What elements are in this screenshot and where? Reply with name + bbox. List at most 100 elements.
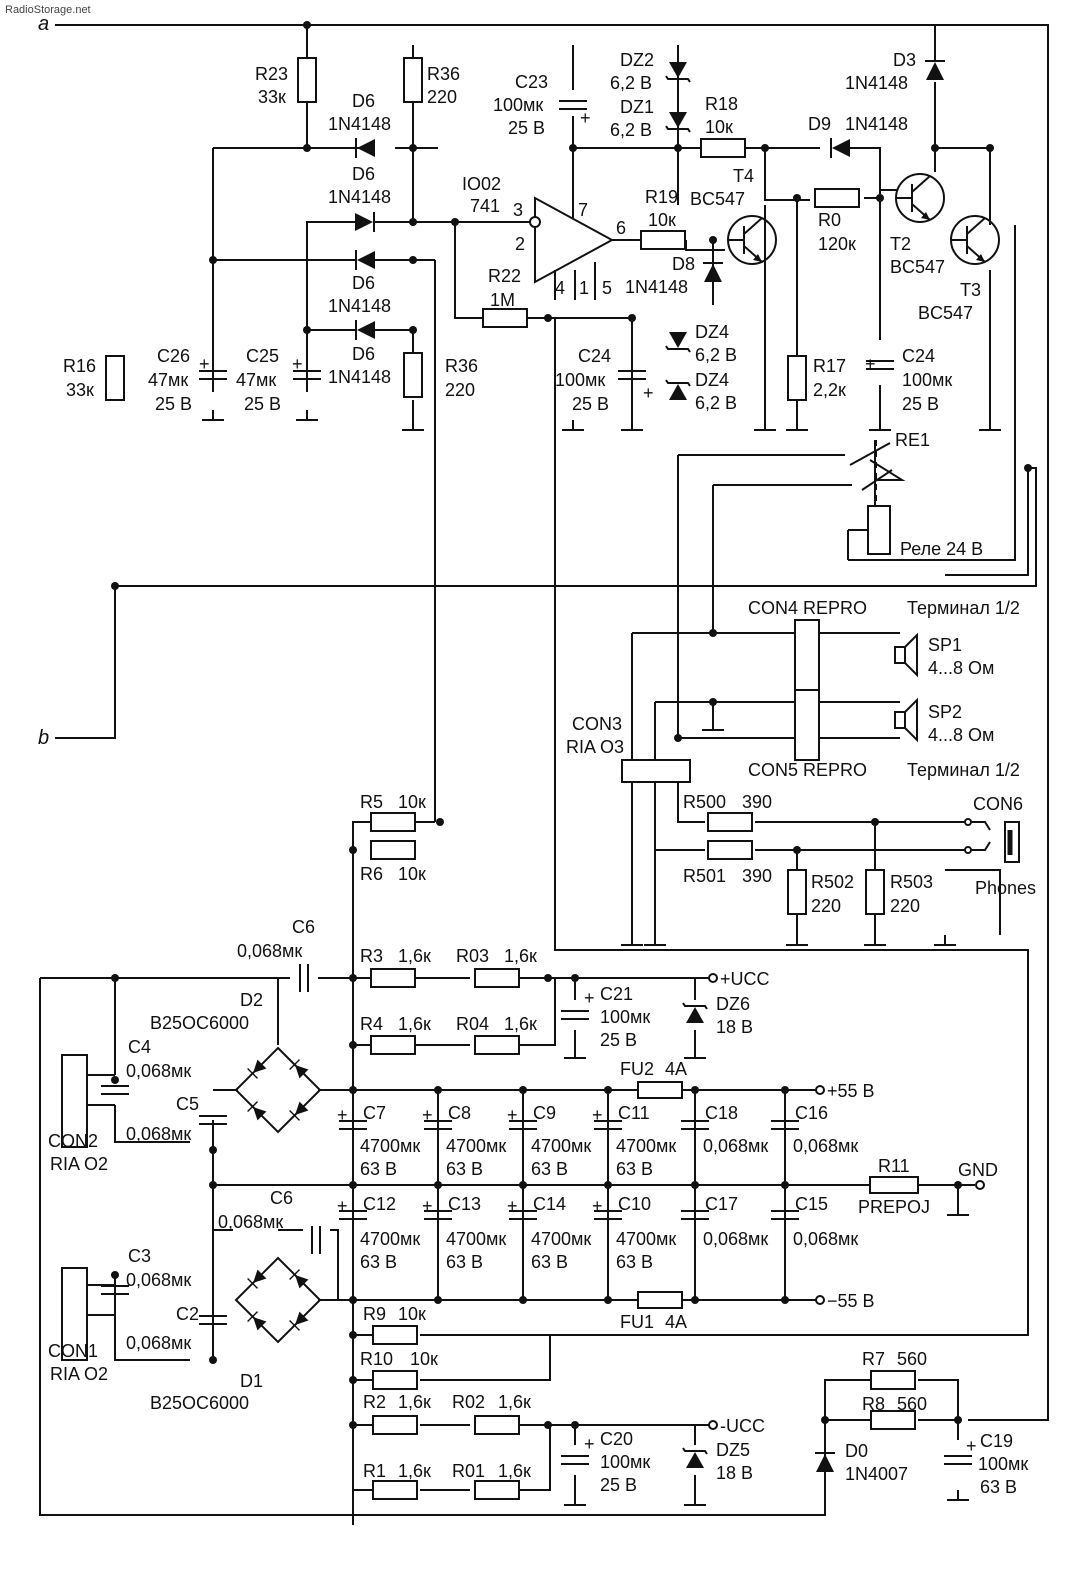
c10-volt: 63 В <box>616 1252 653 1272</box>
c6b-ref: C6 <box>270 1188 293 1208</box>
r19-val: 10к <box>648 210 676 230</box>
opamp-pin7: 7 <box>578 200 588 220</box>
dz4b-ref: DZ4 <box>695 370 729 390</box>
t4-part: BC547 <box>690 189 745 209</box>
c14-volt: 63 В <box>531 1252 568 1272</box>
t3-ref: T3 <box>960 280 981 300</box>
c19-val: 100мк <box>978 1454 1028 1474</box>
d6c-ref: D6 <box>352 273 375 293</box>
c15-val: 0,068мк <box>793 1229 858 1249</box>
r502-val: 220 <box>811 896 841 916</box>
dz1-ref: DZ1 <box>620 97 654 117</box>
r22-val: 1М <box>490 290 515 310</box>
c23-ref: C23 <box>515 72 548 92</box>
c24b-volt: 25 В <box>902 394 939 414</box>
r7-ref: R7 <box>862 1349 885 1369</box>
r501-ref: R501 <box>683 866 726 886</box>
c8-ref: C8 <box>448 1103 471 1123</box>
d3-ref: D3 <box>893 50 916 70</box>
r0-ref: R0 <box>818 210 841 230</box>
c9-val: 4700мк <box>531 1136 591 1156</box>
r02-val: 1,6к <box>498 1392 531 1412</box>
d6d-ref: D6 <box>352 344 375 364</box>
r18-val: 10к <box>705 117 733 137</box>
c3-val: 0,068мк <box>126 1270 191 1290</box>
d2-part: B25OC6000 <box>150 1013 249 1033</box>
c12-ref: C12 <box>363 1194 396 1214</box>
r5-ref: R5 <box>360 792 383 812</box>
r503-val: 220 <box>890 896 920 916</box>
c2-ref: C2 <box>176 1304 199 1324</box>
opamp-pin4: 4 <box>555 278 565 298</box>
polarity-plus: + <box>584 1434 595 1454</box>
c4-ref: C4 <box>128 1037 151 1057</box>
c6b-val: 0,068мк <box>218 1212 283 1232</box>
con2b-label: RIA O2 <box>50 1154 108 1174</box>
r10-ref: R10 <box>360 1349 393 1369</box>
c8-volt: 63 В <box>446 1159 483 1179</box>
opamp-pin5: 5 <box>602 278 612 298</box>
sp2-ref: SP2 <box>928 702 962 722</box>
r7-val: 560 <box>897 1349 927 1369</box>
opamp-pin3: 3 <box>513 200 523 220</box>
plus-55-label: +55 В <box>827 1081 875 1101</box>
r3-val: 1,6к <box>398 946 431 966</box>
component-bodies <box>61 57 1020 1506</box>
c15-ref: C15 <box>795 1194 828 1214</box>
polarity-plus: + <box>199 354 210 374</box>
r36a-val: 220 <box>427 87 457 107</box>
r9-ref: R9 <box>363 1304 386 1324</box>
polarity-plus: + <box>422 1196 433 1216</box>
r23-val: 33к <box>258 87 286 107</box>
c5-val: 0,068мк <box>126 1124 191 1144</box>
r3-ref: R3 <box>360 946 383 966</box>
dz6-part: 18 В <box>716 1017 753 1037</box>
dz5-part: 18 В <box>716 1463 753 1483</box>
c6a-val: 0,068мк <box>237 941 302 961</box>
t3-part: BC547 <box>918 303 973 323</box>
c20-val: 100мк <box>600 1452 650 1472</box>
r22-ref: R22 <box>488 266 521 286</box>
con1b-label: RIA O2 <box>50 1364 108 1384</box>
c2-val: 0,068мк <box>126 1333 191 1353</box>
terminal1-label: Терминал 1/2 <box>907 598 1020 618</box>
c7-val: 4700мк <box>360 1136 420 1156</box>
relay-ref: RE1 <box>895 430 930 450</box>
dz2-ref: DZ2 <box>620 50 654 70</box>
c19-ref: C19 <box>980 1431 1013 1451</box>
c10-ref: C10 <box>618 1194 651 1214</box>
r36a-ref: R36 <box>427 64 460 84</box>
c24a-volt: 25 В <box>572 394 609 414</box>
d9-ref: D9 <box>808 114 831 134</box>
c24a-val: 100мк <box>555 370 605 390</box>
fu2-val: 4A <box>665 1059 687 1079</box>
watermark: RadioStorage.net <box>5 4 91 16</box>
sp1-ref: SP1 <box>928 635 962 655</box>
r4-ref: R4 <box>360 1014 383 1034</box>
c21-volt: 25 В <box>600 1030 637 1050</box>
d8-ref: D8 <box>672 254 695 274</box>
polarity-plus: + <box>507 1105 518 1125</box>
r10-val: 10к <box>410 1349 438 1369</box>
r11-ref: R11 <box>878 1156 910 1176</box>
d2-ref: D2 <box>240 990 263 1010</box>
r8-val: 560 <box>897 1394 927 1414</box>
con6-label: CON6 <box>973 794 1023 814</box>
c16-val: 0,068мк <box>793 1136 858 1156</box>
d6b-ref: D6 <box>352 164 375 184</box>
c26-val: 47мк <box>148 370 188 390</box>
c21-ref: C21 <box>600 984 633 1004</box>
c13-ref: C13 <box>448 1194 481 1214</box>
r02-ref: R02 <box>452 1392 485 1412</box>
t2-part: BC547 <box>890 257 945 277</box>
c17-val: 0,068мк <box>703 1229 768 1249</box>
c9-ref: C9 <box>533 1103 556 1123</box>
c7-ref: C7 <box>363 1103 386 1123</box>
fu1-val: 4A <box>665 1312 687 1332</box>
d8-part: 1N4148 <box>625 277 688 297</box>
d3-part: 1N4148 <box>845 73 908 93</box>
polarity-plus: + <box>580 108 591 128</box>
d6a-ref: D6 <box>352 91 375 111</box>
polarity-plus: + <box>507 1196 518 1216</box>
